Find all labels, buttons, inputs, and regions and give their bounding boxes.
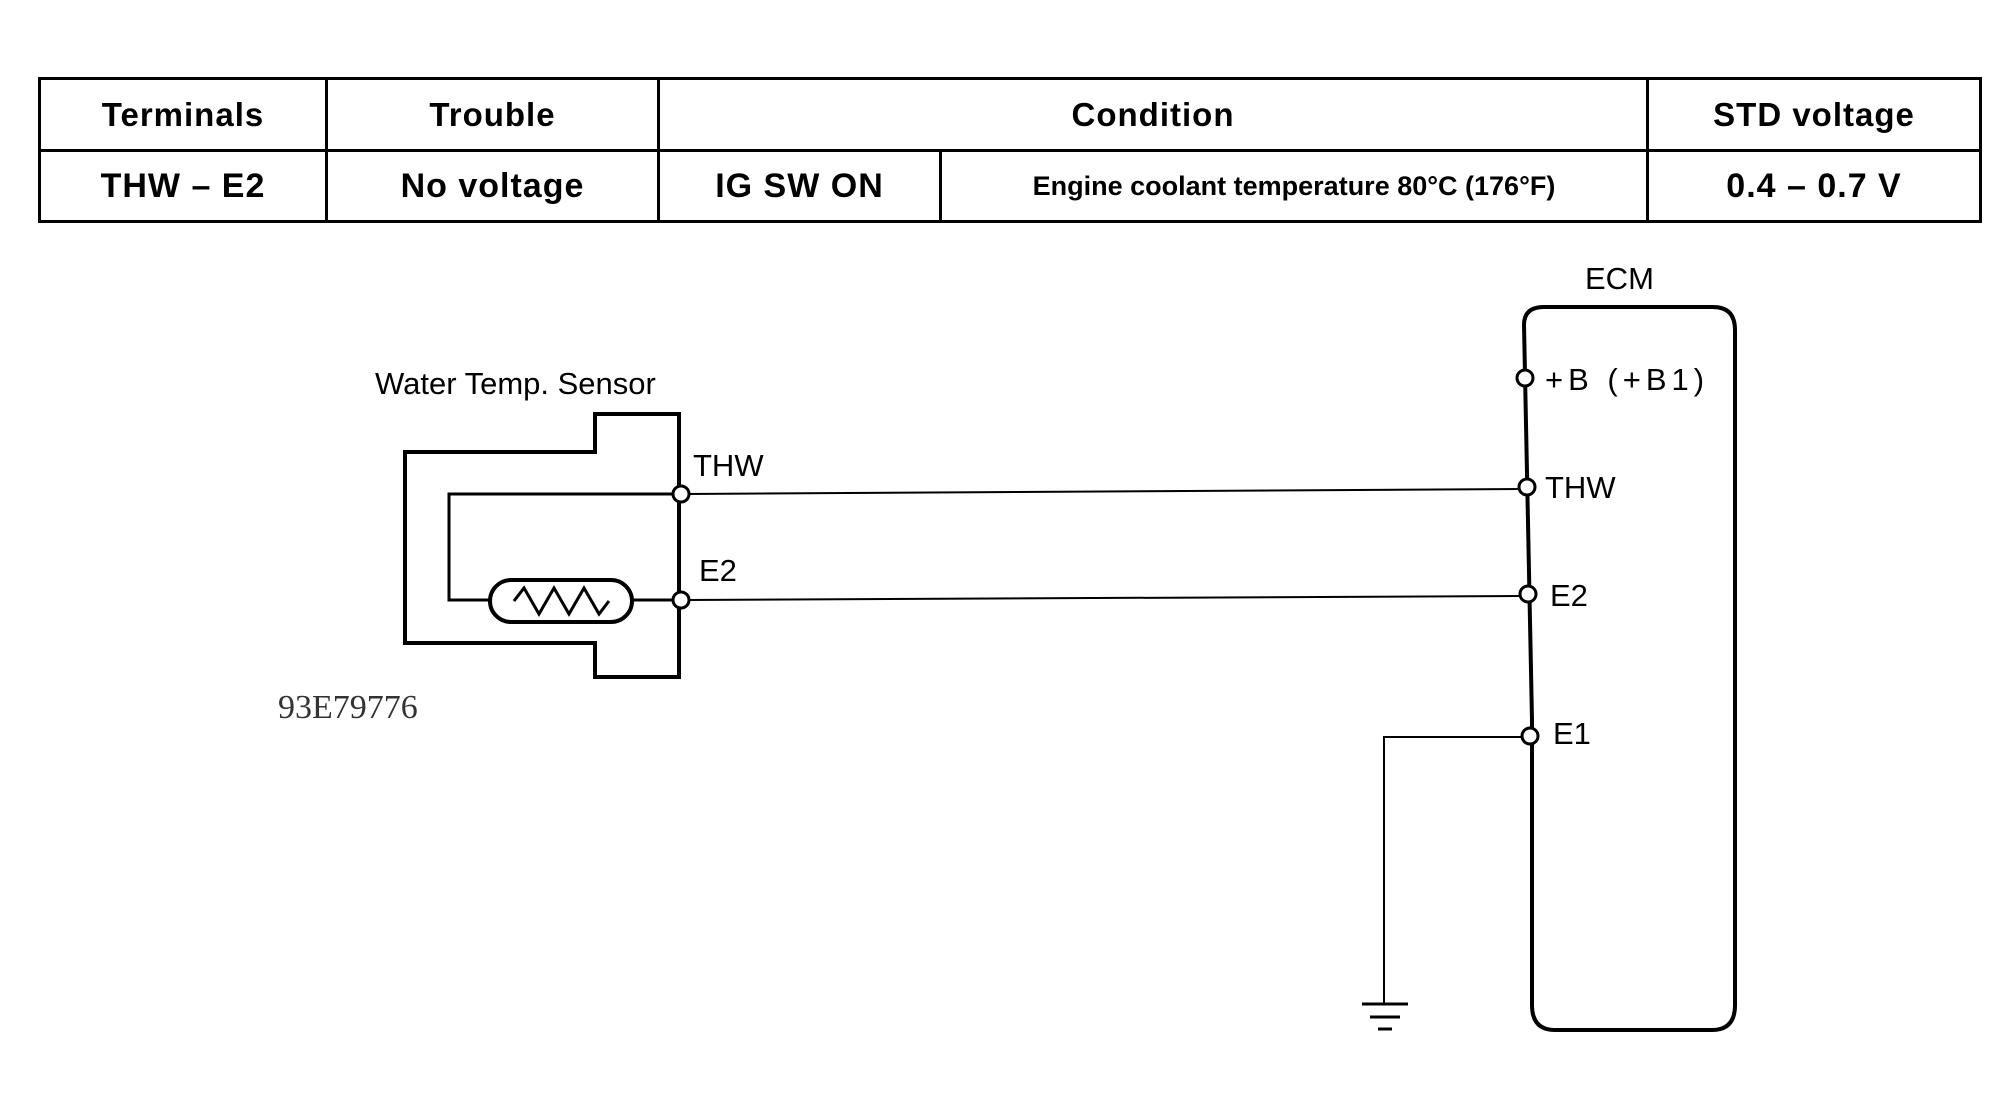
ecm-label-e2: E2 [1550, 578, 1588, 613]
thermistor-zigzag [512, 584, 611, 618]
thw-wire [685, 488, 1524, 495]
cell-condition-detail: Engine coolant temperature 80°C (176°F) [938, 149, 1650, 223]
ecm-title: ECM [1585, 261, 1654, 296]
ecm-terminal-e1 [1520, 726, 1540, 746]
terminal-voltage-table: Terminals Trouble Condition STD voltage … [38, 77, 1983, 223]
ecm-label-e1: E1 [1553, 716, 1591, 751]
e1-ground-wire [1383, 736, 1524, 1003]
ecm-terminal-thw [1517, 477, 1537, 497]
ecm-terminal-b [1515, 368, 1535, 388]
table-header-row: Terminals Trouble Condition STD voltage [38, 77, 1983, 152]
ecm-terminal-e2 [1518, 584, 1538, 604]
ecm-label-b: +B (+B1) [1545, 362, 1709, 397]
cell-std-voltage: 0.4 – 0.7 V [1646, 149, 1983, 223]
ground-icon [1362, 1002, 1408, 1031]
header-condition: Condition [656, 77, 1650, 152]
cell-trouble: No voltage [325, 149, 660, 223]
sensor-label-thw: THW [693, 448, 764, 483]
sensor-terminal-e2 [671, 590, 691, 610]
ecm-box [1522, 305, 1737, 1032]
header-trouble: Trouble [325, 77, 660, 152]
sensor-label-e2: E2 [699, 553, 737, 588]
thermistor [488, 578, 634, 624]
ecm-label-thw: THW [1545, 470, 1616, 505]
sensor-terminal-thw [671, 484, 691, 504]
cell-terminals: THW – E2 [38, 149, 328, 223]
table-row: THW – E2 No voltage IG SW ON Engine cool… [38, 149, 1983, 223]
ecm-box-left-edge [1522, 324, 1534, 721]
e2-wire [685, 595, 1524, 601]
header-terminals: Terminals [38, 77, 328, 152]
header-std-voltage: STD voltage [1646, 77, 1983, 152]
sensor-title: Water Temp. Sensor [375, 366, 656, 401]
sensor-internal-wire [447, 492, 680, 602]
cell-condition-switch: IG SW ON [657, 149, 942, 223]
sensor-housing [403, 412, 681, 679]
figure-reference-code: 93E79776 [278, 689, 418, 726]
